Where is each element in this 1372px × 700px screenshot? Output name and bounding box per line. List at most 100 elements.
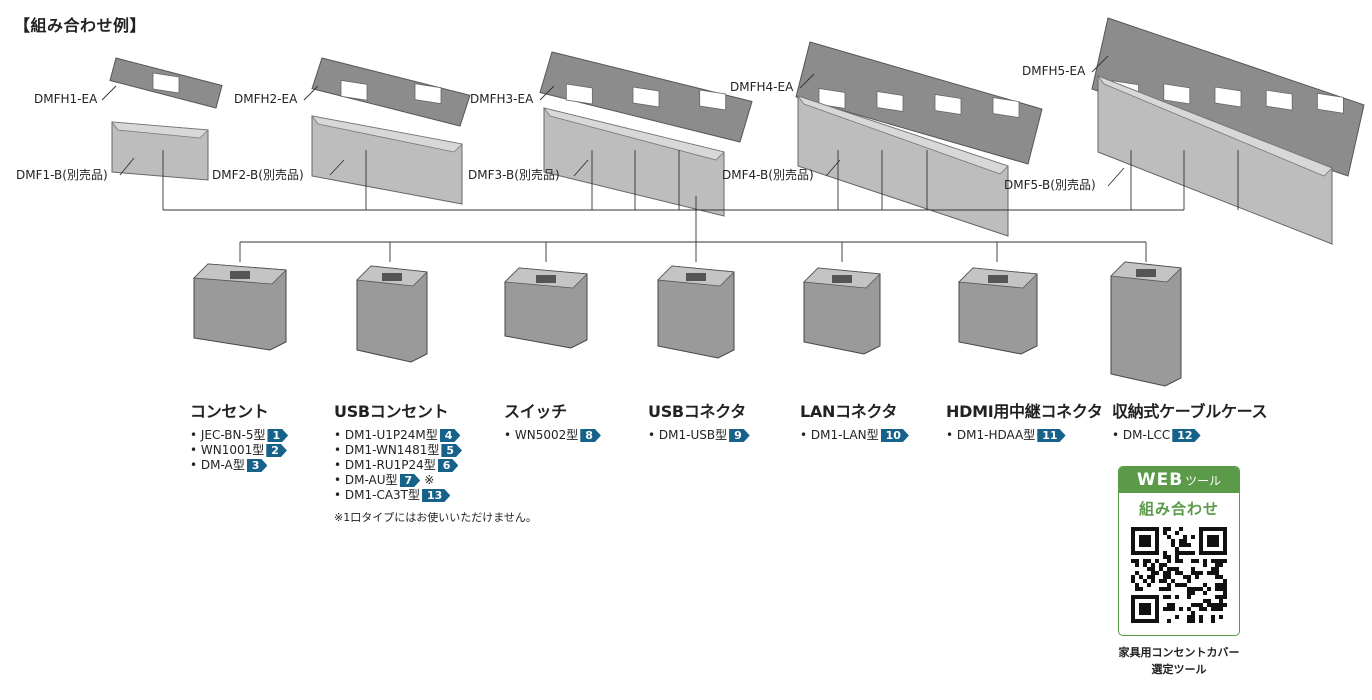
qr-module bbox=[1219, 587, 1223, 591]
qr-module bbox=[1191, 551, 1195, 555]
qr-module bbox=[1147, 559, 1151, 563]
qr-module bbox=[1187, 575, 1191, 579]
qr-module bbox=[1175, 559, 1179, 563]
qr-module bbox=[1187, 607, 1191, 611]
qr-module bbox=[1211, 603, 1215, 607]
qr-code[interactable] bbox=[1131, 527, 1227, 623]
qr-finder-core bbox=[1139, 535, 1151, 547]
qr-module bbox=[1219, 607, 1223, 611]
qr-module bbox=[1203, 563, 1207, 567]
qr-module bbox=[1211, 615, 1215, 619]
frame-dmf4-rim bbox=[796, 95, 1009, 175]
qr-module bbox=[1167, 603, 1171, 607]
qr-module bbox=[1215, 575, 1219, 579]
qr-module bbox=[1219, 599, 1223, 603]
qr-module bbox=[1159, 579, 1163, 583]
qr-module bbox=[1159, 587, 1163, 591]
plate-opening bbox=[340, 79, 368, 101]
module-hdmi-connector-port bbox=[988, 275, 1008, 283]
qr-module bbox=[1171, 543, 1175, 547]
label-dmfh2-ea: DMFH2-EA bbox=[234, 92, 298, 106]
qr-module bbox=[1191, 611, 1195, 615]
qr-module bbox=[1163, 527, 1167, 531]
qr-module bbox=[1203, 559, 1207, 563]
qr-module bbox=[1163, 531, 1167, 535]
qr-module bbox=[1167, 607, 1171, 611]
qr-module bbox=[1195, 559, 1199, 563]
note-mark: ※ bbox=[424, 473, 435, 487]
qr-module bbox=[1167, 535, 1171, 539]
qr-module bbox=[1163, 551, 1167, 555]
qr-module bbox=[1191, 603, 1195, 607]
qr-module bbox=[1175, 531, 1179, 535]
qr-module bbox=[1215, 607, 1219, 611]
qr-module bbox=[1175, 551, 1179, 555]
catalog-number-badge: 5 bbox=[441, 444, 462, 457]
plate-opening bbox=[632, 86, 660, 108]
plate-opening bbox=[1163, 83, 1191, 105]
qr-module bbox=[1191, 591, 1195, 595]
plate-opening bbox=[1214, 86, 1242, 108]
qr-module bbox=[1223, 603, 1227, 607]
qr-module bbox=[1139, 575, 1143, 579]
qr-module bbox=[1195, 571, 1199, 575]
qr-module bbox=[1203, 599, 1207, 603]
qr-module bbox=[1171, 579, 1175, 583]
qr-finder-core bbox=[1139, 603, 1151, 615]
qr-module bbox=[1199, 607, 1203, 611]
qr-module bbox=[1187, 579, 1191, 583]
qr-module bbox=[1207, 571, 1211, 575]
page-title: 【組み合わせ例】 bbox=[14, 16, 147, 35]
qr-module bbox=[1163, 595, 1167, 599]
qr-module bbox=[1183, 575, 1187, 579]
qr-module bbox=[1179, 607, 1183, 611]
plate-opening bbox=[934, 94, 962, 115]
label-dmf1-b: DMF1-B(別売品) bbox=[16, 168, 108, 182]
qr-module bbox=[1203, 607, 1207, 611]
qr-module bbox=[1135, 559, 1139, 563]
qr-module bbox=[1191, 615, 1195, 619]
qr-module bbox=[1167, 587, 1171, 591]
qr-module bbox=[1167, 575, 1171, 579]
frame-dmf5-rim bbox=[1096, 75, 1333, 177]
leader-dmfh3 bbox=[539, 85, 555, 101]
qr-module bbox=[1135, 587, 1139, 591]
qr-module bbox=[1223, 579, 1227, 583]
qr-module bbox=[1167, 619, 1171, 623]
qr-module bbox=[1207, 599, 1211, 603]
qr-module bbox=[1171, 603, 1175, 607]
qr-module bbox=[1183, 551, 1187, 555]
qr-module bbox=[1167, 595, 1171, 599]
qr-module bbox=[1179, 583, 1183, 587]
qr-module bbox=[1175, 571, 1179, 575]
qr-module bbox=[1187, 587, 1191, 591]
qr-module bbox=[1191, 571, 1195, 575]
qr-module bbox=[1199, 571, 1203, 575]
qr-module bbox=[1211, 567, 1215, 571]
qr-module bbox=[1195, 575, 1199, 579]
catalog-number-badge: 9 bbox=[729, 429, 750, 442]
qr-module bbox=[1219, 559, 1223, 563]
qr-module bbox=[1147, 567, 1151, 571]
catalog-number-badge: 10 bbox=[881, 429, 909, 442]
qr-module bbox=[1179, 571, 1183, 575]
qr-module bbox=[1187, 615, 1191, 619]
qr-module bbox=[1187, 543, 1191, 547]
leader-dmf5 bbox=[1107, 167, 1125, 187]
catalog-number-badge: 12 bbox=[1172, 429, 1200, 442]
module-lan-connector-port bbox=[832, 275, 852, 283]
qr-module bbox=[1135, 583, 1139, 587]
qr-finder-core bbox=[1207, 535, 1219, 547]
